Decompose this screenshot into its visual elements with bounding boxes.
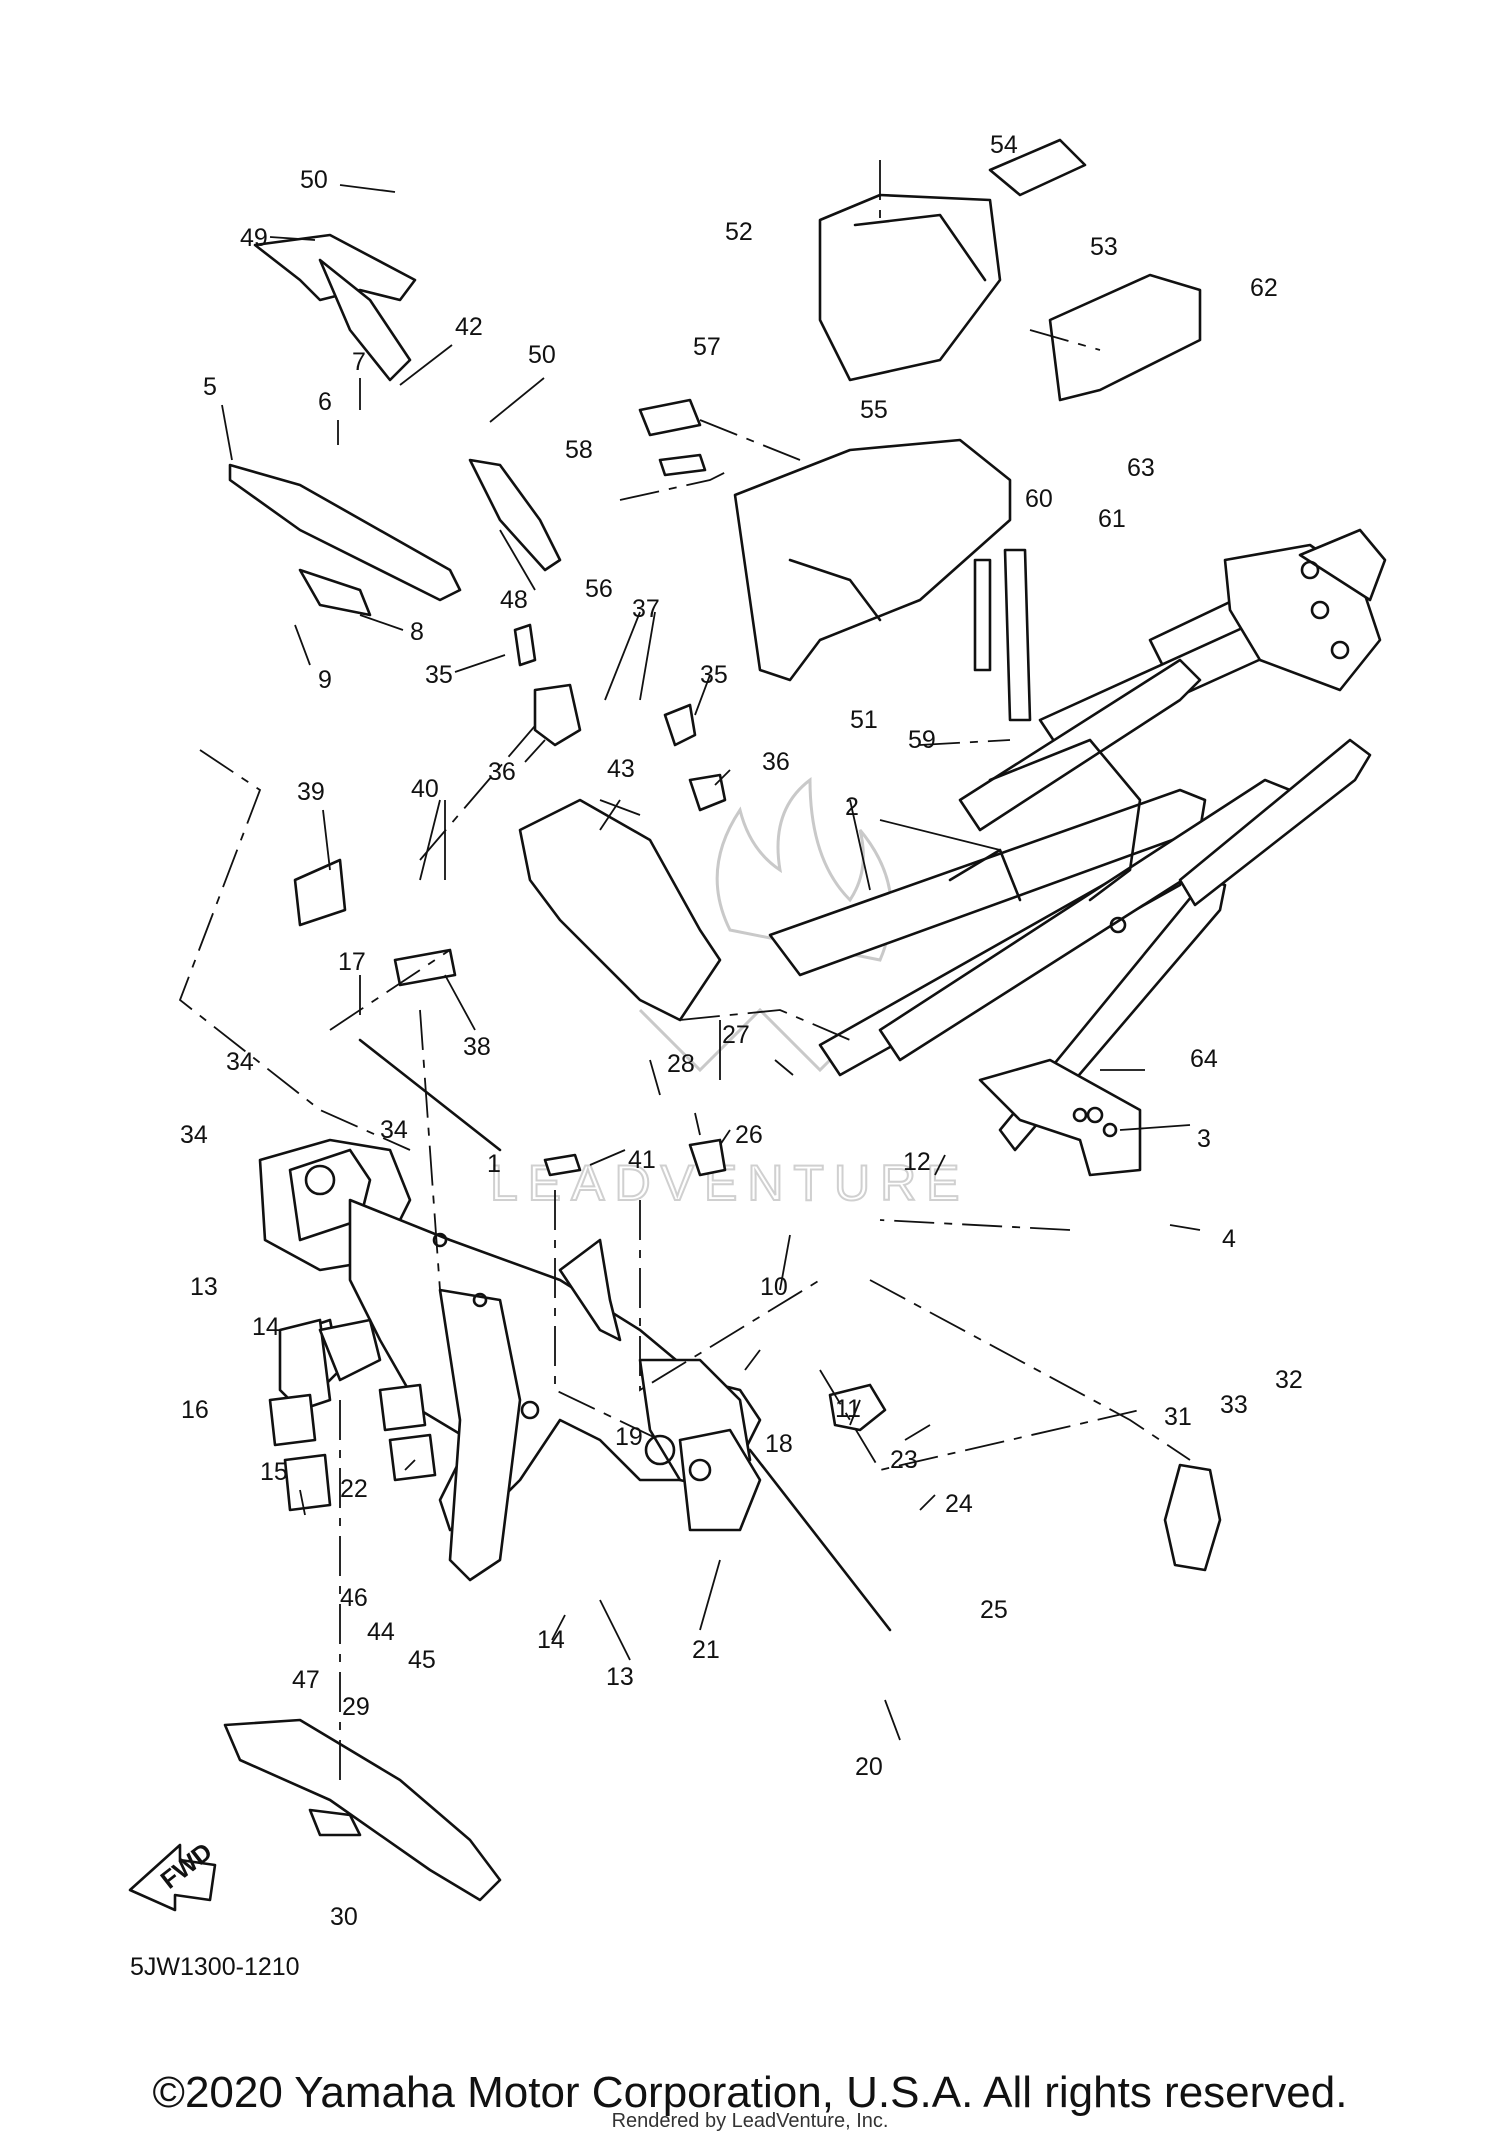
callout-12: 12 — [903, 1148, 931, 1176]
callout-51: 51 — [850, 706, 878, 734]
callout-14b: 14 — [537, 1626, 565, 1654]
callout-34a: 34 — [226, 1048, 254, 1076]
callout-30: 30 — [330, 1903, 358, 1931]
callout-57: 57 — [693, 333, 721, 361]
callout-48: 48 — [500, 586, 528, 614]
callout-41: 41 — [628, 1146, 656, 1174]
callout-36b: 36 — [762, 748, 790, 776]
callout-24: 24 — [945, 1490, 973, 1518]
leader-lines — [221, 184, 1201, 1741]
assembly-lines — [178, 160, 1191, 1780]
callout-15: 15 — [260, 1458, 288, 1486]
copyright-notice: ©2020 Yamaha Motor Corporation, U.S.A. A… — [152, 2068, 1348, 2117]
callout-28: 28 — [667, 1050, 695, 1078]
callout-53: 53 — [1090, 233, 1118, 261]
small-parts — [128, 138, 1222, 1912]
callout-64: 64 — [1190, 1045, 1218, 1073]
callout-46: 46 — [340, 1584, 368, 1612]
callout-50b: 50 — [528, 341, 556, 369]
callout-34c: 34 — [380, 1116, 408, 1144]
callout-11: 11 — [835, 1395, 861, 1423]
callout-63: 63 — [1127, 454, 1155, 482]
callout-58: 58 — [565, 436, 593, 464]
callout-13b: 13 — [606, 1663, 634, 1691]
callout-35b: 35 — [700, 661, 728, 689]
callout-20: 20 — [855, 1753, 883, 1781]
callout-19: 19 — [615, 1423, 643, 1451]
callout-59: 59 — [908, 726, 936, 754]
callout-47: 47 — [292, 1666, 320, 1694]
callout-34b: 34 — [180, 1121, 208, 1149]
callout-21: 21 — [692, 1636, 720, 1664]
callout-39: 39 — [297, 778, 325, 806]
callout-40: 40 — [411, 775, 439, 803]
callout-32: 32 — [1275, 1366, 1303, 1394]
callout-7: 7 — [352, 348, 366, 376]
callout-23: 23 — [890, 1446, 918, 1474]
callouts: 1 2 3 4 5 6 7 8 9 10 11 12 13 13 14 14 1… — [180, 131, 1303, 1931]
callout-33: 33 — [1220, 1391, 1248, 1419]
callout-22: 22 — [340, 1475, 368, 1503]
callout-13a: 13 — [190, 1273, 218, 1301]
callout-36a: 36 — [488, 758, 516, 786]
callout-4: 4 — [1222, 1225, 1236, 1253]
rendered-by-notice: Rendered by LeadVenture, Inc. — [611, 2110, 889, 2132]
callout-56: 56 — [585, 575, 613, 603]
callout-62: 62 — [1250, 274, 1278, 302]
callout-2: 2 — [845, 793, 859, 821]
callout-49: 49 — [240, 224, 268, 252]
callout-1: 1 — [487, 1150, 501, 1178]
main-frame — [768, 528, 1387, 1177]
callout-25: 25 — [980, 1596, 1008, 1624]
callout-43: 43 — [607, 755, 635, 783]
callout-8: 8 — [410, 618, 424, 646]
callout-61: 61 — [1098, 505, 1126, 533]
callout-52: 52 — [725, 218, 753, 246]
part-code: 5JW1300-1210 — [130, 1953, 300, 1981]
callout-31: 31 — [1164, 1403, 1192, 1431]
callout-50a: 50 — [300, 166, 328, 194]
callout-35a: 35 — [425, 661, 453, 689]
callout-10: 10 — [760, 1273, 788, 1301]
callout-9: 9 — [318, 666, 332, 694]
callout-17: 17 — [338, 948, 366, 976]
callout-5: 5 — [203, 373, 217, 401]
callout-27: 27 — [722, 1021, 750, 1049]
exploded-parts-diagram: LEADVENTURE — [128, 131, 1387, 1981]
callout-14a: 14 — [252, 1313, 280, 1341]
callout-38: 38 — [463, 1033, 491, 1061]
callout-26: 26 — [735, 1121, 763, 1149]
callout-18: 18 — [765, 1430, 793, 1458]
callout-42: 42 — [455, 313, 483, 341]
callout-16: 16 — [181, 1396, 209, 1424]
callout-60: 60 — [1025, 485, 1053, 513]
callout-37: 37 — [632, 595, 660, 623]
callout-6: 6 — [318, 388, 332, 416]
callout-55: 55 — [860, 396, 888, 424]
callout-3: 3 — [1197, 1125, 1211, 1153]
callout-45: 45 — [408, 1646, 436, 1674]
callout-44: 44 — [367, 1618, 395, 1646]
callout-29: 29 — [342, 1693, 370, 1721]
callout-54: 54 — [990, 131, 1018, 159]
